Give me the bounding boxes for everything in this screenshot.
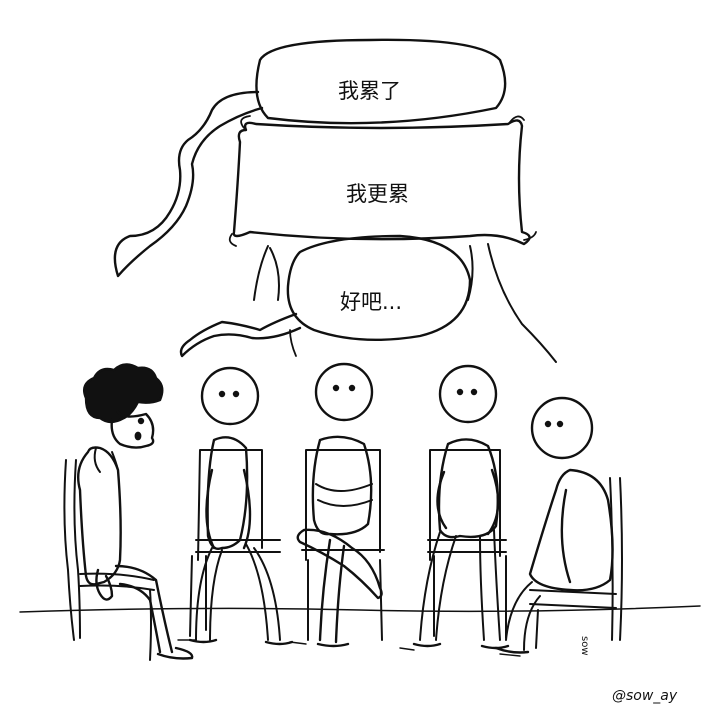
crossed-leg xyxy=(296,528,383,600)
body xyxy=(311,435,373,536)
speech-bubble-3-tail-drip xyxy=(289,329,297,357)
folded-arms xyxy=(315,483,373,507)
speech-bubble-3-text: 好吧... xyxy=(340,290,403,314)
speech-bubble-2-tail-left xyxy=(253,245,280,301)
eye-left xyxy=(218,390,226,398)
legs xyxy=(195,543,281,641)
eye-right xyxy=(232,390,240,398)
feet xyxy=(188,638,294,646)
speech-bubble-1-tail xyxy=(113,90,264,278)
artist-signature: sow xyxy=(579,636,590,656)
eye-right xyxy=(470,388,478,396)
feet xyxy=(412,642,510,650)
arms xyxy=(205,468,252,550)
mouth xyxy=(134,431,142,441)
head xyxy=(314,362,374,422)
person-curly-hair xyxy=(63,363,194,661)
eye-left xyxy=(332,384,340,392)
chair-seat xyxy=(79,572,155,591)
chair-back xyxy=(63,459,81,641)
hood xyxy=(93,447,119,473)
eye-right xyxy=(556,420,564,428)
speech-bubble-3-tail xyxy=(179,312,302,358)
body xyxy=(528,468,614,592)
chair-back xyxy=(197,449,263,561)
chair-seat xyxy=(427,539,507,553)
floor-line xyxy=(19,605,701,613)
legs xyxy=(505,581,541,651)
speech-bubble-3 xyxy=(286,234,472,342)
person-4 xyxy=(412,364,510,650)
legs xyxy=(114,564,174,654)
foot xyxy=(316,642,350,648)
hoodie xyxy=(77,446,122,586)
chair-seat xyxy=(195,539,281,553)
person-2 xyxy=(188,366,294,646)
speech-bubble-2-tail-right xyxy=(467,243,557,363)
curly-hair xyxy=(83,363,164,424)
head xyxy=(200,366,260,426)
arms xyxy=(436,468,500,536)
credit-handle: @sow_ay xyxy=(612,688,678,704)
floor-ticks xyxy=(177,639,521,657)
chair-back xyxy=(609,477,623,641)
feet xyxy=(494,646,530,654)
arm xyxy=(560,488,572,584)
speech-bubble-2-text: 我更累 xyxy=(346,182,409,206)
face xyxy=(110,410,155,449)
feet xyxy=(156,646,194,660)
speech-bubble-1-text: 我累了 xyxy=(338,79,401,103)
head xyxy=(438,364,498,424)
speech-bubble-1 xyxy=(255,38,507,125)
chair-seat xyxy=(529,589,617,609)
chair-back xyxy=(429,449,501,561)
body xyxy=(437,438,499,539)
person-3 xyxy=(296,362,385,648)
eye-left xyxy=(456,388,464,396)
speech-bubble-2-fuzz xyxy=(228,115,537,247)
eye-left xyxy=(544,420,552,428)
chair-legs xyxy=(307,559,383,641)
body xyxy=(206,436,249,550)
speech-bubble-2 xyxy=(232,119,531,246)
chair-legs xyxy=(189,555,207,637)
chair-leg xyxy=(149,589,152,661)
chair-legs xyxy=(433,555,507,639)
chair-leg xyxy=(535,609,539,649)
person-5 xyxy=(494,396,623,654)
leg xyxy=(318,538,346,644)
eye xyxy=(137,417,145,425)
legs xyxy=(419,529,501,641)
eye-right xyxy=(348,384,356,392)
head xyxy=(530,396,594,460)
